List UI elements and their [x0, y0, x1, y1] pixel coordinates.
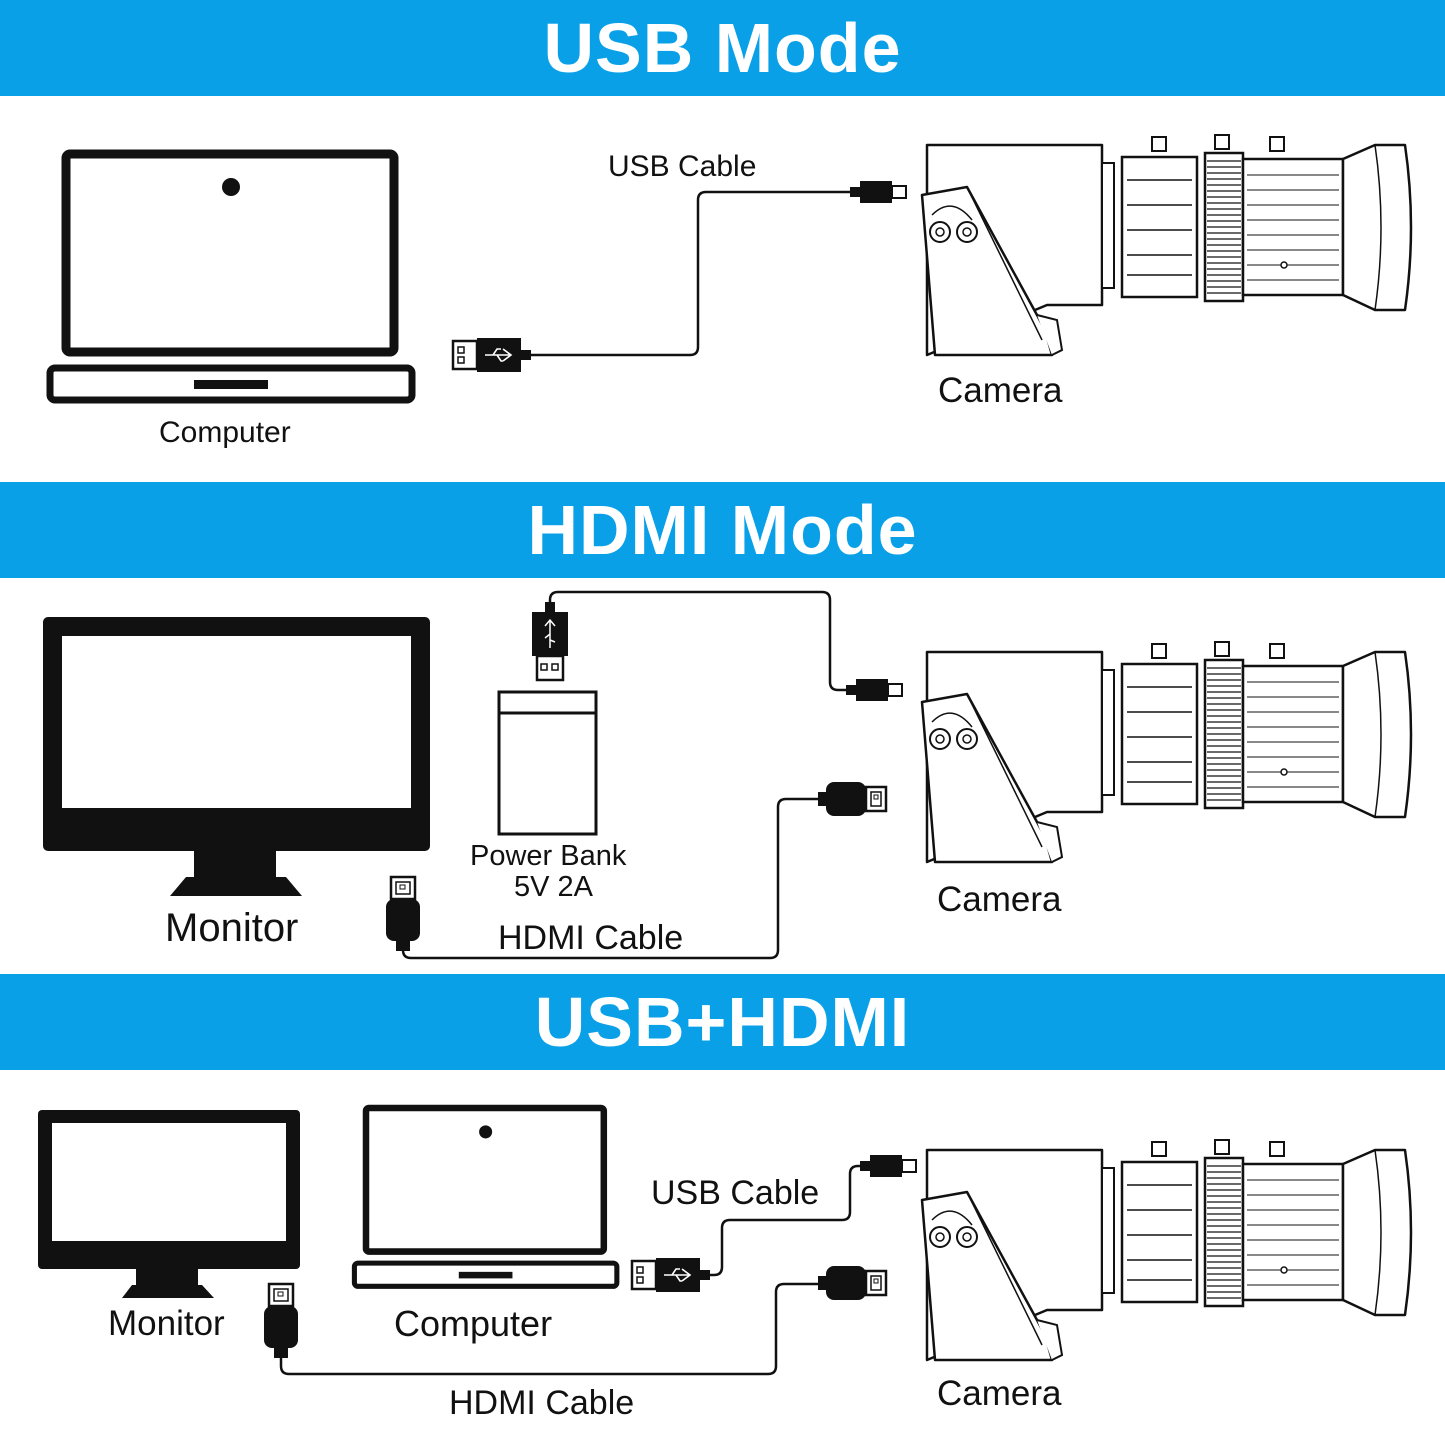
hdmi-mode-header: HDMI Mode: [0, 482, 1445, 578]
monitor-icon: [38, 1110, 300, 1298]
usb-mode-title: USB Mode: [543, 9, 902, 87]
hdmi-mode-section: [43, 590, 1413, 960]
usb-hdmi-section: [38, 1108, 1413, 1376]
micro-usb-plug-icon: [849, 180, 907, 204]
camera-icon: [920, 640, 1413, 864]
power-bank-icon: [497, 690, 598, 836]
laptop-icon: [50, 154, 412, 400]
usb-mode-section: [50, 133, 1413, 400]
hdmi-mode-title: HDMI Mode: [527, 491, 918, 569]
hdmi-cable-label: HDMI Cable: [449, 1384, 635, 1422]
usb-plug-icon: [630, 1256, 712, 1294]
usb-cable-label: USB Cable: [608, 150, 757, 183]
camera-icon: [920, 1138, 1413, 1362]
usb-plug-icon: [451, 336, 533, 374]
monitor-icon: [43, 617, 430, 896]
micro-usb-plug-icon: [845, 678, 903, 702]
camera-icon: [920, 133, 1413, 357]
camera-label: Camera: [937, 880, 1062, 919]
usb-mode-header: USB Mode: [0, 0, 1445, 96]
power-bank-label: Power Bank: [470, 840, 627, 872]
hdmi-plug-icon: [384, 875, 422, 953]
hdmi-plug-icon: [262, 1282, 300, 1360]
power-bank-spec: 5V 2A: [514, 871, 593, 903]
hdmi-cable-label: HDMI Cable: [498, 919, 684, 957]
usb-cable-label: USB Cable: [651, 1174, 820, 1212]
hdmi-plug-icon: [816, 1264, 888, 1302]
power-usb-cable: [548, 590, 850, 692]
usb-hdmi-title: USB+HDMI: [534, 983, 911, 1061]
usb-plug-icon: [532, 602, 568, 682]
computer-label: Computer: [159, 416, 291, 449]
camera-label: Camera: [937, 1374, 1062, 1413]
micro-usb-plug-icon: [859, 1154, 917, 1178]
laptop-icon: [354, 1108, 616, 1286]
computer-label: Computer: [394, 1303, 553, 1344]
usb-cable: [530, 190, 852, 357]
usb-hdmi-header: USB+HDMI: [0, 974, 1445, 1070]
hdmi-cable: [279, 1282, 820, 1376]
hdmi-plug-icon: [816, 780, 888, 818]
monitor-label: Monitor: [108, 1304, 225, 1343]
hdmi-cable: [401, 797, 820, 960]
camera-label: Camera: [938, 371, 1063, 410]
monitor-label: Monitor: [165, 906, 299, 950]
usb-cable: [708, 1164, 870, 1277]
